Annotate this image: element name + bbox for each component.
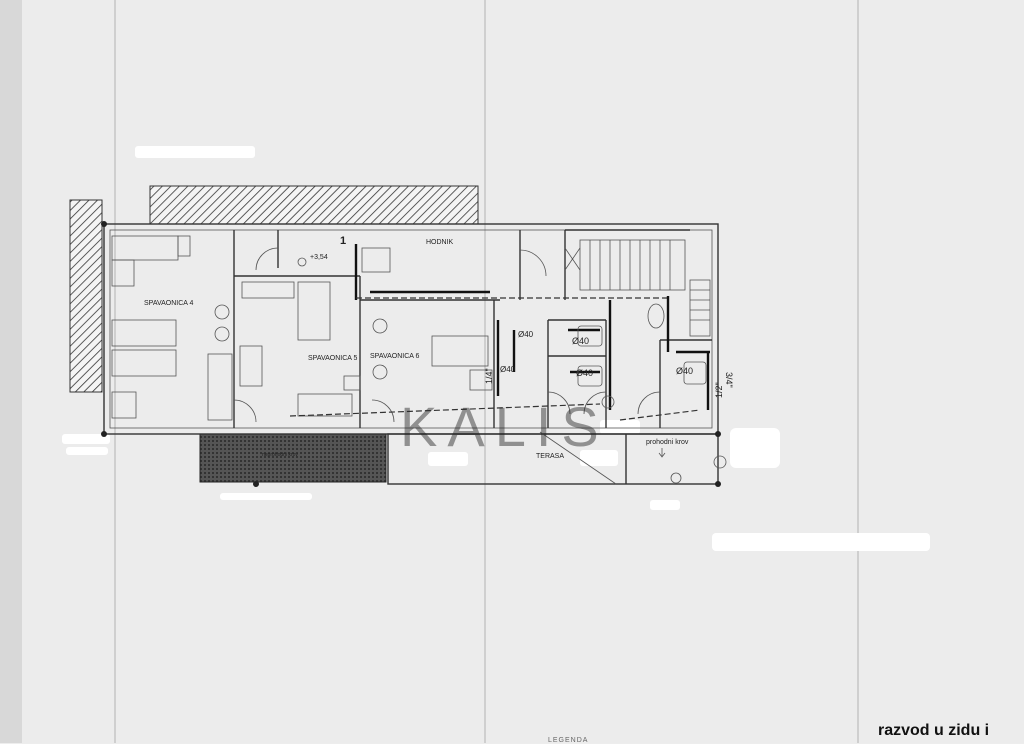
pipe-diameter-label: Ø40 [518, 330, 534, 339]
hatched-wall-left [69, 199, 103, 393]
room-label-spavaonica-6: SPAVAONICA 6 [370, 353, 420, 360]
staircase [564, 239, 711, 337]
room-label-terasa: TERASA [536, 453, 564, 460]
room-label-spavaonica-4: SPAVAONICA 4 [144, 300, 194, 307]
pipe-diameter-label: Ø40 [500, 365, 516, 374]
pipe-diameter-label: Ø40 [572, 336, 589, 346]
legend-heading: LEGENDA [548, 737, 589, 744]
footer-title: razvod u zidu i [878, 722, 990, 739]
redaction-marks [62, 146, 930, 551]
hatched-wall-top [149, 185, 479, 225]
room-label-spavaonica-5: SPAVAONICA 5 [308, 355, 358, 362]
watermark-text: KALIS [400, 395, 609, 458]
arrow-down-icon [658, 448, 666, 458]
neprohodni-roof-area [199, 433, 387, 483]
section-marker: 1 [340, 235, 346, 247]
room-label-hodnik: HODNIK [426, 239, 454, 246]
pipe-diameter-label: Ø40 [676, 366, 693, 376]
outer-walls [103, 223, 719, 485]
dimension-three-quarter-inch: 3/4" [724, 372, 734, 388]
room-label-neprohodni-krov: neprohodni krov [262, 452, 298, 458]
pipe-diameter-label: Ø40 [576, 368, 593, 378]
door-swings [233, 247, 661, 485]
dimension-quarter-inch: 1/4" [484, 368, 494, 384]
room-label-prohodni-krov: prohodni krov [646, 439, 689, 446]
paper-shadow-left [0, 0, 22, 743]
furniture [111, 235, 493, 421]
dimension-half-inch: 1/2" [714, 382, 724, 398]
sanitary-fixtures [101, 221, 727, 487]
plumbing-lines [289, 244, 710, 421]
elevation-label: +3,54 [310, 254, 328, 261]
